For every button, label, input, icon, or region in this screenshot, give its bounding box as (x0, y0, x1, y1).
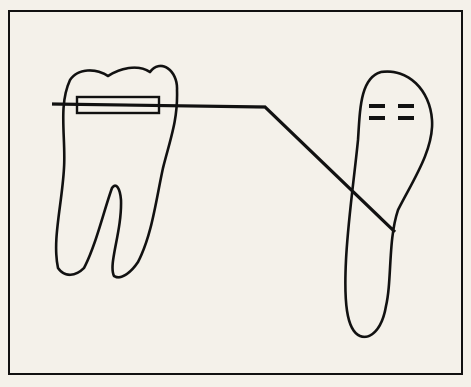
incisor-mark-bottom-left (369, 116, 385, 120)
incisor-mark-top-right (398, 104, 414, 108)
incisor-tooth-outline (345, 72, 432, 337)
border-frame (9, 11, 462, 374)
incisor-mark-bottom-right (398, 116, 414, 120)
incisor-mark-top-left (369, 104, 385, 108)
incisor-marks (369, 104, 414, 120)
